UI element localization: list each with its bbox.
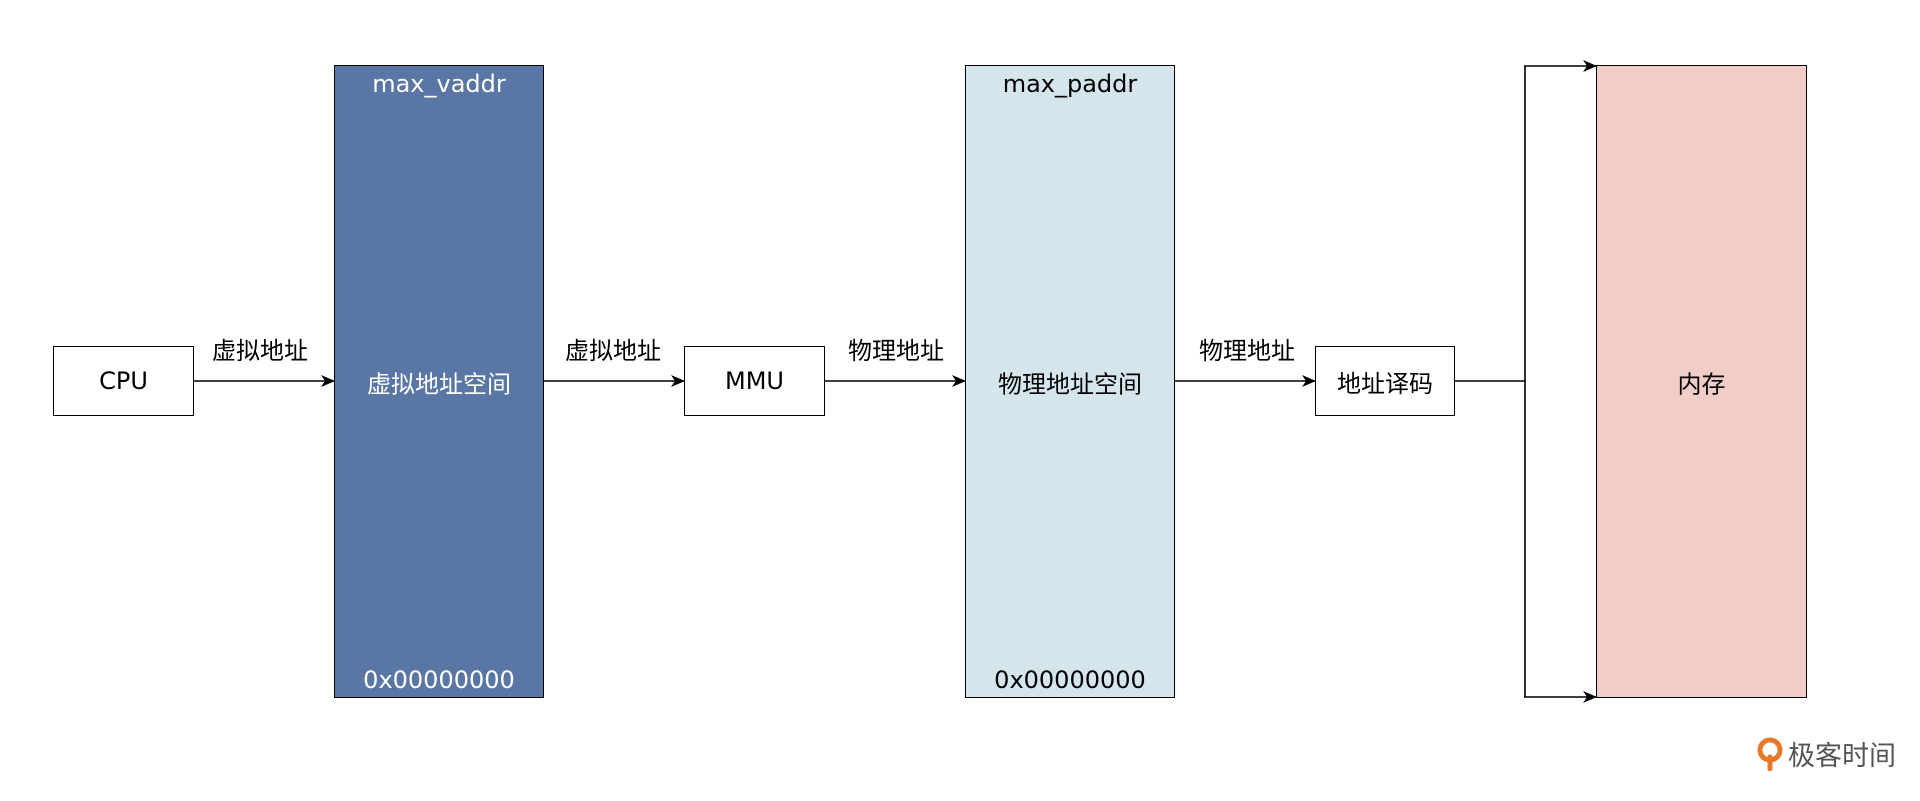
edge-label-mmu-to-physical: 物理地址	[848, 337, 944, 365]
watermark: 极客时间	[1756, 734, 1896, 773]
virtual-space-title: 虚拟地址空间	[367, 370, 511, 398]
mmu-node: MMU	[684, 346, 825, 416]
edge-label-virtual-to-mmu: 虚拟地址	[565, 337, 661, 365]
physical-address-space: max_paddr 物理地址空间 0x00000000	[965, 65, 1175, 698]
decoder-bracket-line	[1455, 66, 1526, 382]
physical-base-address: 0x00000000	[994, 666, 1146, 694]
watermark-text: 极客时间	[1788, 741, 1896, 772]
cpu-node: CPU	[53, 346, 194, 416]
edge-label-physical-to-decoder: 物理地址	[1199, 337, 1295, 365]
max-vaddr-label: max_vaddr	[372, 70, 506, 98]
geektime-logo-icon	[1756, 737, 1784, 771]
virtual-address-space: max_vaddr 虚拟地址空间 0x00000000	[334, 65, 544, 698]
address-decoder-node: 地址译码	[1315, 346, 1455, 416]
memory-block: 内存	[1596, 65, 1807, 698]
edge-label-cpu-to-virtual: 虚拟地址	[212, 337, 308, 365]
virtual-base-address: 0x00000000	[363, 666, 515, 694]
memory-label: 内存	[1677, 370, 1726, 398]
physical-space-title: 物理地址空间	[998, 370, 1142, 398]
max-paddr-label: max_paddr	[1002, 70, 1138, 98]
